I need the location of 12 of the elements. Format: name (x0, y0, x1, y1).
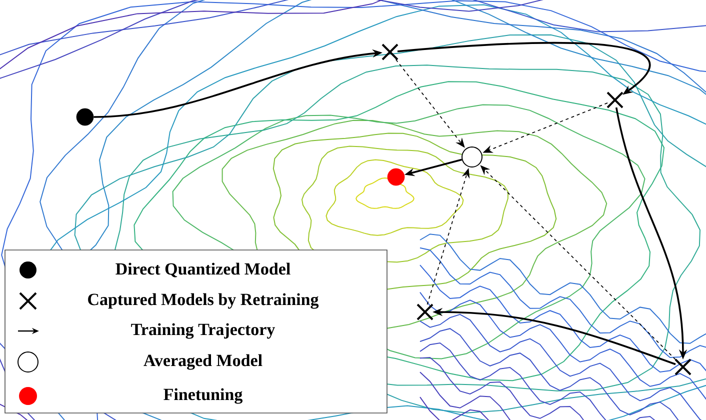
legend-text: Direct Quantized Model (116, 262, 290, 278)
cross-marker (416, 304, 434, 320)
dot-marker (387, 168, 405, 186)
circle-marker (462, 146, 482, 168)
cross-marker (606, 92, 624, 108)
legend-text: Finetuning (164, 388, 242, 404)
legend-text: Captured Models by Retraining (88, 293, 319, 309)
legend-text: Averaged Model (144, 354, 262, 370)
cross-marker (382, 44, 398, 60)
legend-text: Training Trajectory (131, 323, 275, 339)
dot-marker (76, 108, 94, 126)
cross-marker (674, 358, 692, 376)
